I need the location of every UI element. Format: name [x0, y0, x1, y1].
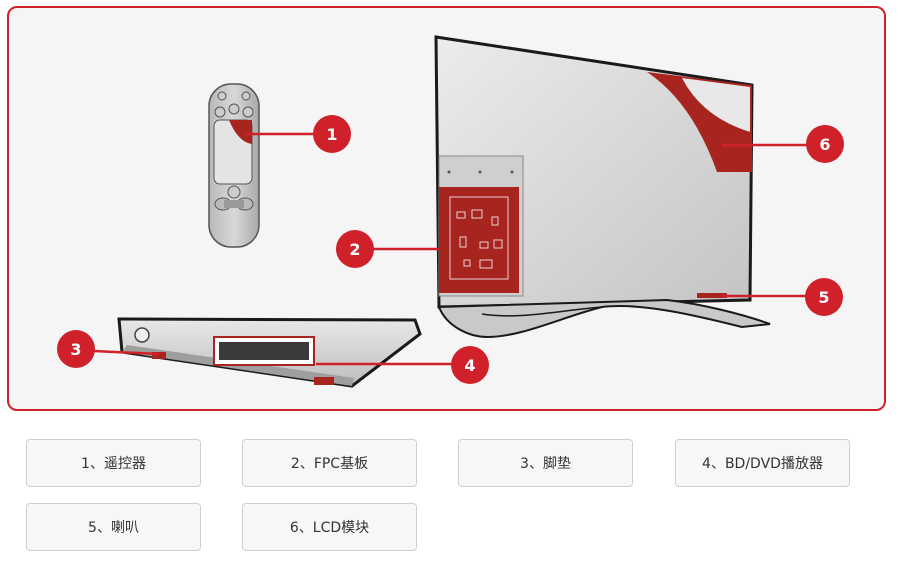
legend-item-foot-pad[interactable]: 3、脚垫 [458, 439, 633, 487]
marker-3: 3 [57, 330, 95, 368]
marker-5: 5 [805, 278, 843, 316]
svg-text:3: 3 [70, 340, 81, 359]
marker-2: 2 [336, 230, 374, 268]
diagram-panel: 1 2 3 4 5 6 [7, 6, 886, 411]
marker-6: 6 [806, 125, 844, 163]
remote-control [208, 83, 260, 248]
legend-item-lcd[interactable]: 6、LCD模块 [242, 503, 417, 551]
svg-text:6: 6 [819, 135, 830, 154]
marker-1: 1 [313, 115, 351, 153]
callout-lines [93, 132, 807, 366]
svg-text:4: 4 [464, 356, 475, 375]
legend-item-bd-dvd[interactable]: 4、BD/DVD播放器 [675, 439, 850, 487]
legend-item-speaker[interactable]: 5、喇叭 [26, 503, 201, 551]
product-diagram: 1 2 3 4 5 6 [57, 35, 844, 388]
lcd-tv [434, 35, 771, 339]
svg-text:2: 2 [349, 240, 360, 259]
marker-4: 4 [451, 346, 489, 384]
legend-item-fpc[interactable]: 2、FPC基板 [242, 439, 417, 487]
bd-dvd-player [117, 317, 422, 388]
svg-text:5: 5 [818, 288, 829, 307]
legend-item-remote[interactable]: 1、遥控器 [26, 439, 201, 487]
svg-text:1: 1 [326, 125, 337, 144]
